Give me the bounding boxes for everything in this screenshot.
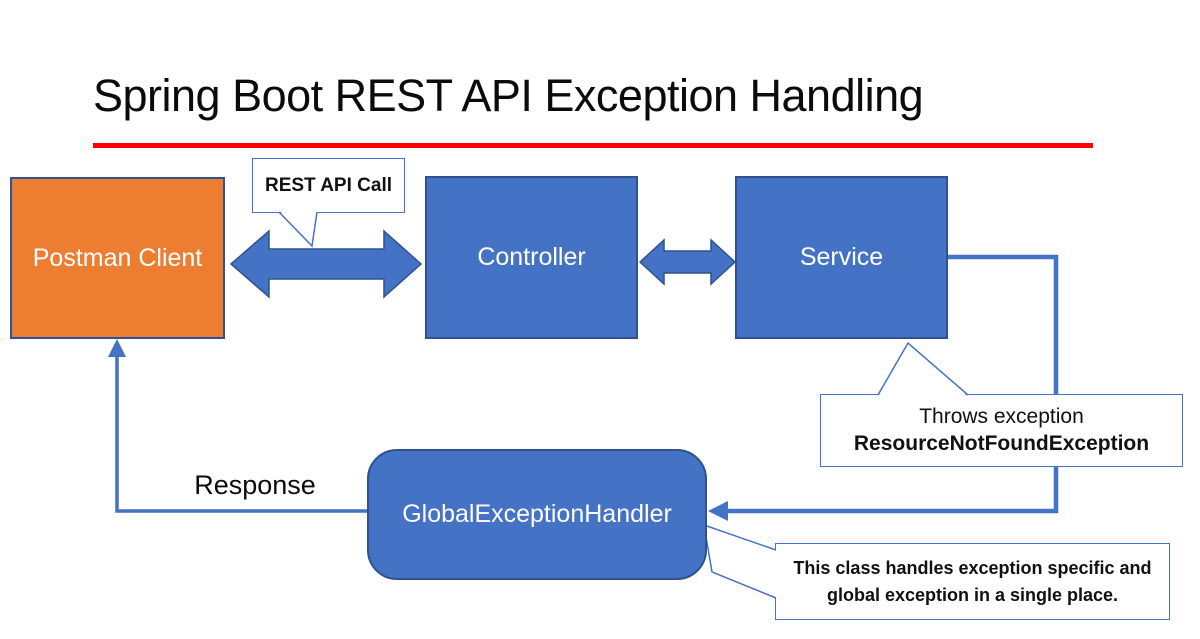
- service-to-handler-arrowhead-icon: [708, 501, 728, 521]
- title-underline: [93, 143, 1093, 148]
- node-global-exception-handler: GlobalExceptionHandler: [367, 449, 707, 580]
- callout-note-tail-outline: [703, 523, 777, 599]
- node-service: Service: [735, 176, 948, 339]
- callout-throws-tail-outline: [877, 341, 969, 396]
- handler-to-client-arrowhead-icon: [108, 339, 126, 357]
- callout-handler-note-line2: global exception in a single place.: [826, 584, 1119, 605]
- response-label: Response: [194, 470, 316, 500]
- callout-note-tail-icon: [704, 525, 778, 598]
- client-controller-double-arrow-icon: [229, 229, 423, 299]
- callout-throws-tail-icon: [878, 343, 968, 397]
- callout-rest-tail-outline: [278, 211, 318, 248]
- callout-throws-exception: Throws exception ResourceNotFoundExcepti…: [820, 394, 1183, 467]
- controller-service-double-arrow-icon: [638, 238, 737, 286]
- callout-throws-line2: ResourceNotFoundException: [853, 431, 1150, 455]
- page-title: Spring Boot REST API Exception Handling: [93, 70, 924, 121]
- node-postman-client-label: Postman Client: [32, 243, 203, 272]
- node-service-label: Service: [799, 243, 884, 271]
- callout-handler-note: This class handles exception specific an…: [775, 543, 1170, 620]
- node-global-exception-handler-label: GlobalExceptionHandler: [402, 500, 672, 528]
- callout-handler-note-line1: This class handles exception specific an…: [793, 558, 1152, 579]
- callout-rest-tail-icon: [279, 210, 317, 246]
- callout-rest-api-call: REST API Call: [252, 158, 405, 213]
- node-postman-client: Postman Client: [10, 177, 225, 339]
- callout-rest-api-call-text: REST API Call: [264, 174, 393, 196]
- callout-throws-line1: Throws exception: [919, 405, 1084, 429]
- node-controller: Controller: [425, 176, 638, 339]
- node-controller-label: Controller: [477, 243, 586, 271]
